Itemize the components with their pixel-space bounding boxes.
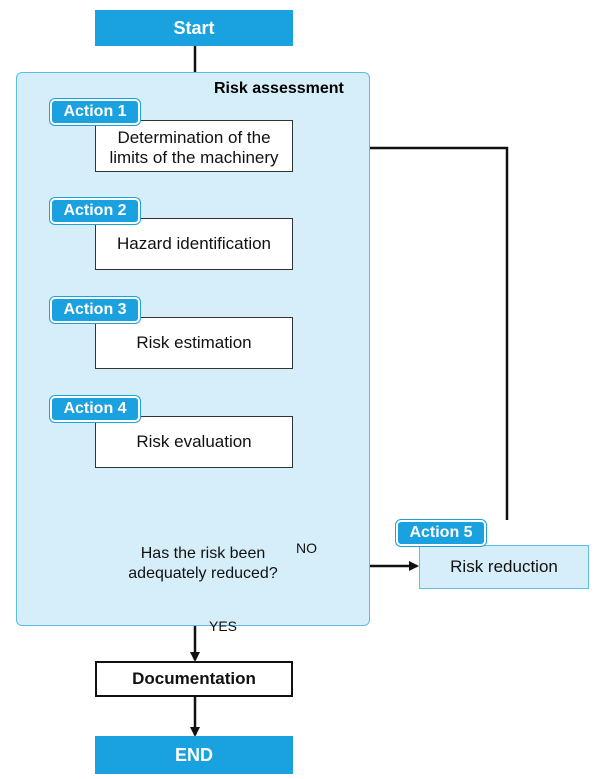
step-limits-of-machinery: Determination of the limits of the machi…: [95, 120, 293, 172]
step-hazard-identification: Hazard identification: [95, 218, 293, 270]
action-4-tag: Action 4: [50, 396, 140, 422]
end-label: END: [174, 744, 213, 765]
step-evaluation-text: Risk evaluation: [136, 432, 252, 451]
end-terminal: END: [95, 736, 293, 774]
action-1-tag: Action 1: [50, 99, 140, 125]
start-label: Start: [173, 17, 215, 38]
risk-assessment-title: Risk assessment: [214, 80, 344, 97]
step-risk-reduction: Risk reduction: [419, 545, 589, 589]
edge-label-yes: YES: [209, 618, 238, 634]
step-reduction-text: Risk reduction: [450, 557, 558, 576]
start-terminal: Start: [95, 10, 293, 46]
action-5-tag: Action 5: [396, 520, 486, 546]
step-documentation: Documentation: [95, 661, 293, 697]
step-risk-evaluation: Risk evaluation: [95, 416, 293, 468]
step-risk-estimation: Risk estimation: [95, 317, 293, 369]
action-3-tag: Action 3: [50, 297, 140, 323]
step-limits-text: Determination of the limits of the machi…: [109, 128, 279, 167]
action-2-tag: Action 2: [50, 198, 140, 224]
decision-text: Has the risk been adequately reduced?: [128, 545, 278, 582]
step-estimation-text: Risk estimation: [136, 333, 252, 352]
step-documentation-text: Documentation: [132, 669, 256, 688]
step-hazard-text: Hazard identification: [116, 234, 272, 253]
edge-label-no: NO: [296, 540, 317, 556]
